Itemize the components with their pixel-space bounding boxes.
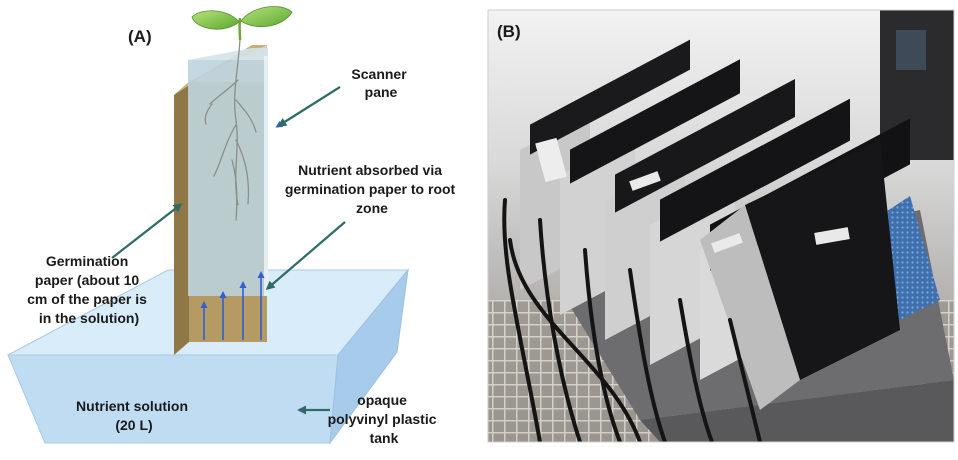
nutrient-flow-arrows	[200, 271, 265, 340]
panel-a-diagram: (A) Scanner pane Nutrient absorbed via g…	[7, 6, 459, 446]
roots	[204, 39, 257, 221]
callout-arrows	[111, 86, 346, 415]
scanner-units	[520, 39, 910, 410]
scanner-pane	[188, 48, 268, 296]
panel-b-photo: (B)	[487, 9, 955, 443]
nutrient-solution-label: Nutrient solution (20 L)	[76, 398, 192, 433]
nutrient-absorbed-label: Nutrient absorbed via germination paper …	[285, 162, 459, 216]
panel-b-label: (B)	[497, 22, 521, 41]
seedling-icon	[191, 6, 293, 41]
germination-paper-label: Germination paper (about 10 cm of the pa…	[27, 253, 151, 326]
tank-label: opaque polyvinyl plastic tank	[328, 392, 441, 446]
scanner-pane-label: Scanner pane	[351, 66, 410, 100]
nutrient-absorbed-arrow	[265, 221, 346, 290]
scanner-pane-pointer	[277, 86, 341, 127]
panel-a-label: (A)	[128, 27, 152, 46]
germination-paper-arrow	[111, 203, 183, 259]
cables	[502, 198, 762, 442]
